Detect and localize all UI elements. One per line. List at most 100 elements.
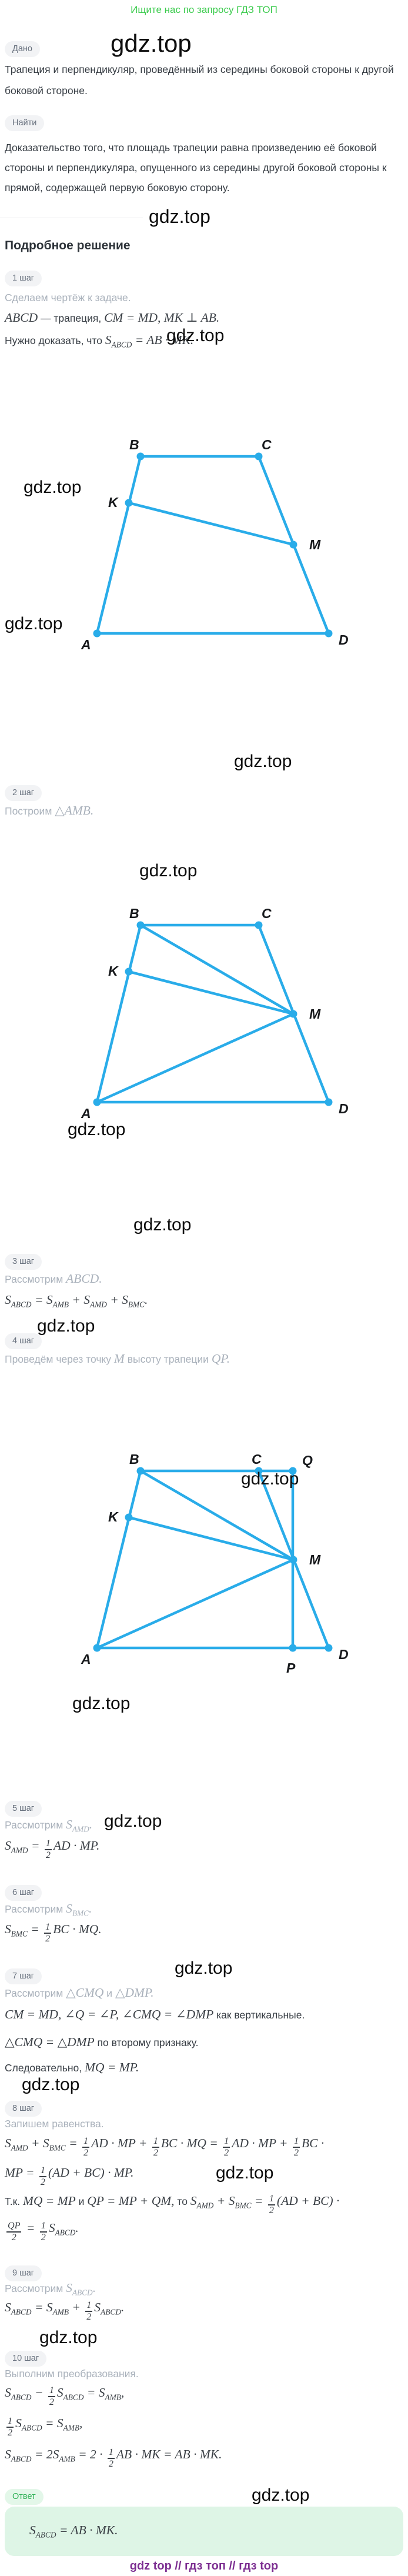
- step7-line2: △CMQ = △DMP по второму признаку.: [5, 2035, 199, 2049]
- step8-formula3: Т.к. MQ = MP и QP = MP + QM, то SAMD + S…: [5, 2194, 340, 2215]
- segment-BM: [139, 923, 295, 1016]
- answer-formula: SABCD = AB · MK.: [29, 2522, 118, 2540]
- watermark: gdz.top: [68, 1120, 125, 1139]
- segment-BM: [139, 1469, 295, 1561]
- step7-line1: CM = MD, ∠Q = ∠P, ∠CMQ = ∠DMP как вертик…: [5, 2007, 305, 2021]
- watermark: gdz.top: [149, 206, 210, 227]
- vertex-M: [289, 540, 297, 549]
- watermark: gdz.top: [39, 2328, 98, 2347]
- badge-step-1: 1 шаг: [5, 271, 42, 286]
- vertex-K: [125, 1513, 133, 1521]
- vertex-label-B: B: [129, 906, 139, 921]
- step10-note: Выполним преобразования.: [5, 2368, 139, 2380]
- vertex-D: [325, 629, 333, 638]
- find-text: Доказательство того, что площадь трапеци…: [5, 142, 387, 193]
- vertex-M: [289, 1556, 297, 1564]
- badge-step-8: 8 шаг: [5, 2101, 42, 2117]
- badge-answer: Ответ: [5, 2489, 44, 2505]
- step3-note: Рассмотрим ABCD.: [5, 1272, 102, 1286]
- badge-step-5: 5 шаг: [5, 1801, 42, 1817]
- vertex-M: [289, 1010, 297, 1018]
- badge-step-10: 10 шаг: [5, 2351, 47, 2367]
- step2-note: Построим △AMB.: [5, 803, 94, 817]
- badge-step-7: 7 шаг: [5, 1968, 42, 1984]
- vertex-C: [255, 921, 263, 929]
- segment-KM: [127, 501, 295, 546]
- step1-note: Сделаем чертёж к задаче.: [5, 292, 131, 303]
- vertex-label-D: D: [339, 1101, 349, 1116]
- segment-AB: [95, 1469, 142, 1650]
- segment-KM: [127, 1516, 295, 1561]
- badge-step-3: 3 шаг: [5, 1254, 42, 1270]
- vertex-label-K: K: [108, 495, 119, 510]
- vertex-label-P: P: [286, 1660, 296, 1676]
- vertex-A: [93, 629, 101, 638]
- step7-line3: Следовательно, MQ = MP.: [5, 2060, 139, 2074]
- vertex-label-A: A: [81, 1106, 91, 1121]
- watermark: gdz.top: [5, 614, 62, 633]
- vertex-label-M: M: [309, 1552, 321, 1567]
- watermark: gdz.top: [216, 2163, 274, 2183]
- segment-AB: [95, 923, 142, 1104]
- site-promo-text: Ищите нас по запросу ГДЗ ТОП: [131, 4, 277, 15]
- vertex-label-M: M: [309, 537, 321, 552]
- watermark: gdz.top: [22, 2075, 80, 2094]
- vertex-A: [93, 1098, 101, 1106]
- vertex-label-Q: Q: [302, 1453, 313, 1468]
- badge-find: Найти: [5, 115, 45, 131]
- watermark: gdz.top: [72, 1694, 131, 1713]
- badge-step-4: 4 шаг: [5, 1333, 42, 1349]
- watermark: gdz.top: [175, 1958, 233, 1978]
- vertex-Q: [289, 1467, 297, 1475]
- segment-AM: [95, 1558, 295, 1650]
- solution-heading: Подробное решение: [5, 239, 131, 252]
- vertex-label-K: K: [108, 1509, 119, 1524]
- step6-note: Рассмотрим SBMC.: [5, 1901, 92, 1918]
- vertex-label-M: M: [309, 1006, 321, 1022]
- watermark: gdz.top: [139, 861, 198, 880]
- vertex-label-C: C: [262, 906, 272, 921]
- step7-note: Рассмотрим △CMQ и △DMP.: [5, 1986, 154, 2000]
- footer-watermark-text: gdz top // гдз топ // гдз top: [129, 2560, 279, 2572]
- vertex-D: [325, 1644, 333, 1652]
- watermark: gdz.top: [252, 2485, 310, 2505]
- segment-AB: [95, 455, 142, 635]
- watermark: gdz.top: [166, 326, 225, 345]
- watermark: gdz.top: [37, 1316, 95, 1336]
- vertex-P: [289, 1644, 297, 1652]
- given-text: Трапеция и перпендикуляр, проведённый из…: [5, 64, 394, 96]
- watermark: gdz.top: [133, 1215, 192, 1234]
- vertex-label-D: D: [339, 1647, 349, 1662]
- vertex-B: [136, 1467, 145, 1475]
- watermark: gdz.top: [234, 752, 292, 771]
- segment-AM: [95, 1012, 295, 1104]
- step1-goal: Нужно доказать, что SABCD = AB · MK.: [5, 333, 194, 349]
- vertex-label-D: D: [339, 632, 349, 648]
- vertex-label-B: B: [129, 437, 139, 452]
- badge-step-2: 2 шаг: [5, 785, 42, 801]
- step4-note: Проведём через точку M высоту трапеции Q…: [5, 1352, 230, 1366]
- watermark: gdz.top: [104, 1811, 162, 1831]
- step5-note: Рассмотрим SAMD.: [5, 1817, 93, 1834]
- vertex-K: [125, 967, 133, 976]
- vertex-label-K: K: [108, 963, 119, 979]
- watermark: gdz.top: [241, 1469, 299, 1489]
- vertex-label-C: C: [252, 1451, 262, 1467]
- vertex-label-B: B: [129, 1451, 139, 1467]
- vertex-B: [136, 921, 145, 929]
- badge-step-6: 6 шаг: [5, 1885, 42, 1901]
- vertex-label-A: A: [81, 637, 91, 652]
- step1-given: ABCD — трапеция, CM = MD, MK ⊥ AB.: [5, 311, 220, 325]
- vertex-label-A: A: [81, 1651, 91, 1667]
- vertex-label-C: C: [262, 437, 272, 452]
